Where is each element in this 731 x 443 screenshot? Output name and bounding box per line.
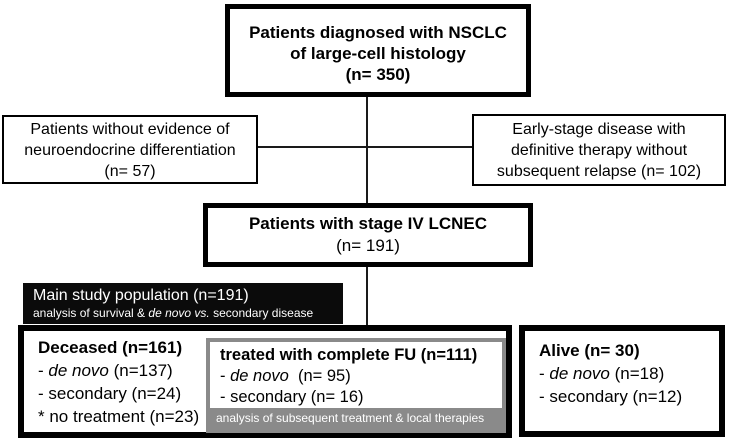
alive-title: Alive (n= 30) bbox=[539, 341, 640, 360]
treated-footer-banner: analysis of subsequent treatment & local… bbox=[210, 408, 502, 430]
stage-iv-title: Patients with stage IV LCNEC bbox=[248, 214, 488, 233]
alive-row-0-pre: - bbox=[539, 364, 550, 383]
nsclc-count: (n= 350) bbox=[345, 65, 411, 84]
alive-row-0-post: (n=18) bbox=[609, 364, 665, 383]
banner-subtitle-post: secondary disease bbox=[209, 306, 314, 320]
exclusion-left-line-1: Patients without evidence of bbox=[30, 121, 230, 138]
main-population-banner: Main study population (n=191) analysis o… bbox=[23, 283, 343, 324]
alive-box: Alive (n= 30) - de novo (n=18) - seconda… bbox=[519, 325, 725, 437]
alive-row-de-novo: - de novo (n=18) bbox=[539, 362, 719, 385]
exclusion-right-box: Early-stage disease with definitive ther… bbox=[472, 114, 726, 186]
stage-iv-count: (n= 191) bbox=[336, 236, 400, 255]
nsclc-line-2: of large-cell histology bbox=[290, 44, 466, 63]
banner-subtitle-italic: de novo vs. bbox=[148, 306, 210, 320]
stage-iv-lcnec-box: Patients with stage IV LCNEC (n= 191) bbox=[203, 203, 533, 267]
deceased-row-de-novo: - de novo (n=137) bbox=[38, 359, 199, 382]
exclusion-right-line-2: definitive therapy without bbox=[510, 142, 688, 159]
deceased-row-0-post: (n=137) bbox=[108, 361, 173, 380]
nsclc-line-1: Patients diagnosed with NSCLC bbox=[249, 23, 507, 42]
treated-row-de-novo: - de novo (n= 95) bbox=[220, 366, 502, 387]
deceased-group: Deceased (n=161) - de novo (n=137) - sec… bbox=[38, 336, 199, 428]
banner-subtitle: analysis of survival & de novo vs. secon… bbox=[33, 306, 343, 320]
exclusion-left-count: (n= 57) bbox=[104, 163, 156, 180]
treated-row-0-post: (n= 95) bbox=[288, 367, 351, 385]
connector-bottom-vertical bbox=[366, 265, 368, 327]
deceased-title: Deceased (n=161) bbox=[38, 338, 183, 357]
treated-row-0-italic: de novo bbox=[230, 367, 289, 385]
alive-row-0-italic: de novo bbox=[549, 364, 610, 383]
treated-row-0-pre: - bbox=[220, 367, 231, 385]
deceased-row-no-treatment: * no treatment (n=23) bbox=[38, 407, 200, 426]
alive-row-secondary: - secondary (n=12) bbox=[539, 387, 683, 406]
exclusion-right-line-1: Early-stage disease with bbox=[512, 121, 686, 138]
treated-title: treated with complete FU (n=111) bbox=[220, 346, 478, 364]
banner-subtitle-pre: analysis of survival & bbox=[33, 306, 149, 320]
exclusion-right-count: subsequent relapse (n= 102) bbox=[496, 163, 702, 180]
connector-exclusions-horizontal bbox=[256, 146, 474, 148]
treated-row-secondary: - secondary (n= 16) bbox=[220, 388, 364, 406]
treated-content: treated with complete FU (n=111) - de no… bbox=[210, 342, 502, 408]
deceased-row-0-italic: de novo bbox=[48, 361, 109, 380]
exclusion-left-line-2: neuroendocrine differentiation bbox=[24, 142, 236, 159]
connector-top-vertical bbox=[366, 95, 368, 205]
deceased-row-0-pre: - bbox=[38, 361, 49, 380]
deceased-row-secondary: - secondary (n=24) bbox=[38, 384, 182, 403]
banner-title: Main study population (n=191) bbox=[33, 287, 249, 304]
nsclc-diagnosis-box: Patients diagnosed with NSCLC of large-c… bbox=[225, 4, 531, 97]
exclusion-left-box: Patients without evidence of neuroendocr… bbox=[2, 115, 258, 184]
treated-complete-fu-box: treated with complete FU (n=111) - de no… bbox=[206, 338, 506, 433]
